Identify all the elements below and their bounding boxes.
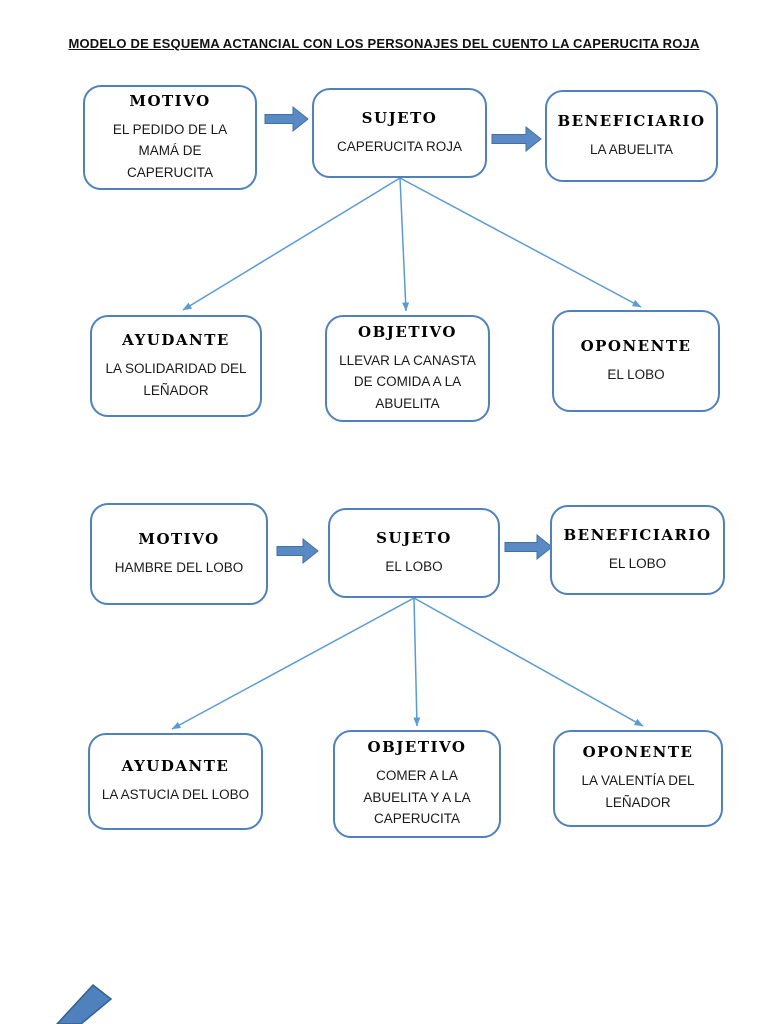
box-body: LA SOLIDARIDAD DEL LEÑADOR bbox=[105, 360, 247, 398]
box-body: EL PEDIDO DE LA MAMÁ DE CAPERUCITA bbox=[112, 121, 228, 180]
box-objetivo-1: OBJETIVO LLEVAR LA CANASTA DE COMIDA A L… bbox=[325, 315, 490, 422]
box-sujeto-2: SUJETO EL LOBO bbox=[328, 508, 500, 598]
box-motivo-1: MOTIVO EL PEDIDO DE LA MAMÁ DE CAPERUCIT… bbox=[83, 85, 257, 190]
block-arrow-sujeto-beneficiario-1 bbox=[491, 125, 542, 153]
box-heading: OPONENTE bbox=[580, 336, 692, 355]
box-ayudante-2: AYUDANTE LA ASTUCIA DEL LOBO bbox=[88, 733, 263, 830]
box-body: EL LOBO bbox=[385, 558, 443, 574]
box-body: HAMBRE DEL LOBO bbox=[114, 559, 244, 575]
box-heading: AYUDANTE bbox=[122, 330, 230, 349]
box-heading: SUJETO bbox=[376, 528, 452, 547]
box-beneficiario-2: BENEFICIARIO EL LOBO bbox=[550, 505, 725, 595]
box-oponente-2: OPONENTE LA VALENTÍA DEL LEÑADOR bbox=[553, 730, 723, 827]
connector-sujeto-objetivo-2 bbox=[413, 597, 421, 727]
box-body: LA ASTUCIA DEL LOBO bbox=[101, 787, 250, 803]
box-body: COMER A LA ABUELITA Y A LA CAPERUCITA bbox=[363, 768, 471, 827]
connector-sujeto-oponente-1 bbox=[399, 177, 642, 308]
box-heading: AYUDANTE bbox=[121, 757, 230, 776]
box-body: LLEVAR LA CANASTA DE COMIDA A LA ABUELIT… bbox=[339, 352, 476, 411]
box-body: LA ABUELITA bbox=[589, 141, 674, 157]
connector-sujeto-objetivo-1 bbox=[399, 177, 410, 312]
block-arrow-sujeto-beneficiario-2 bbox=[504, 533, 553, 561]
box-heading: BENEFICIARIO bbox=[563, 525, 712, 544]
box-body: EL LOBO bbox=[608, 555, 667, 571]
box-objetivo-2: OBJETIVO COMER A LA ABUELITA Y A LA CAPE… bbox=[333, 730, 501, 838]
box-body: EL LOBO bbox=[607, 366, 665, 382]
box-body: LA VALENTÍA DEL LEÑADOR bbox=[581, 773, 695, 810]
box-oponente-1: OPONENTE EL LOBO bbox=[552, 310, 720, 412]
connector-sujeto-ayudante-2 bbox=[171, 597, 415, 730]
box-heading: MOTIVO bbox=[138, 529, 220, 548]
box-sujeto-1: SUJETO CAPERUCITA ROJA bbox=[312, 88, 487, 178]
box-heading: MOTIVO bbox=[129, 91, 211, 110]
connector-sujeto-oponente-2 bbox=[413, 597, 644, 727]
box-heading: OBJETIVO bbox=[358, 322, 457, 341]
box-motivo-2: MOTIVO HAMBRE DEL LOBO bbox=[90, 503, 268, 605]
page-title: MODELO DE ESQUEMA ACTANCIAL CON LOS PERS… bbox=[68, 36, 700, 51]
connector-sujeto-ayudante-1 bbox=[182, 177, 401, 311]
box-body: CAPERUCITA ROJA bbox=[336, 138, 463, 154]
box-beneficiario-1: BENEFICIARIO LA ABUELITA bbox=[545, 90, 718, 182]
box-heading: OPONENTE bbox=[582, 743, 694, 762]
box-heading: SUJETO bbox=[361, 108, 438, 127]
corner-decoration-shape bbox=[55, 983, 113, 1024]
box-ayudante-1: AYUDANTE LA SOLIDARIDAD DEL LEÑADOR bbox=[90, 315, 262, 417]
block-arrow-motivo-sujeto-1 bbox=[264, 105, 309, 133]
box-heading: OBJETIVO bbox=[367, 738, 467, 757]
box-heading: BENEFICIARIO bbox=[557, 111, 706, 130]
block-arrow-motivo-sujeto-2 bbox=[276, 537, 319, 565]
